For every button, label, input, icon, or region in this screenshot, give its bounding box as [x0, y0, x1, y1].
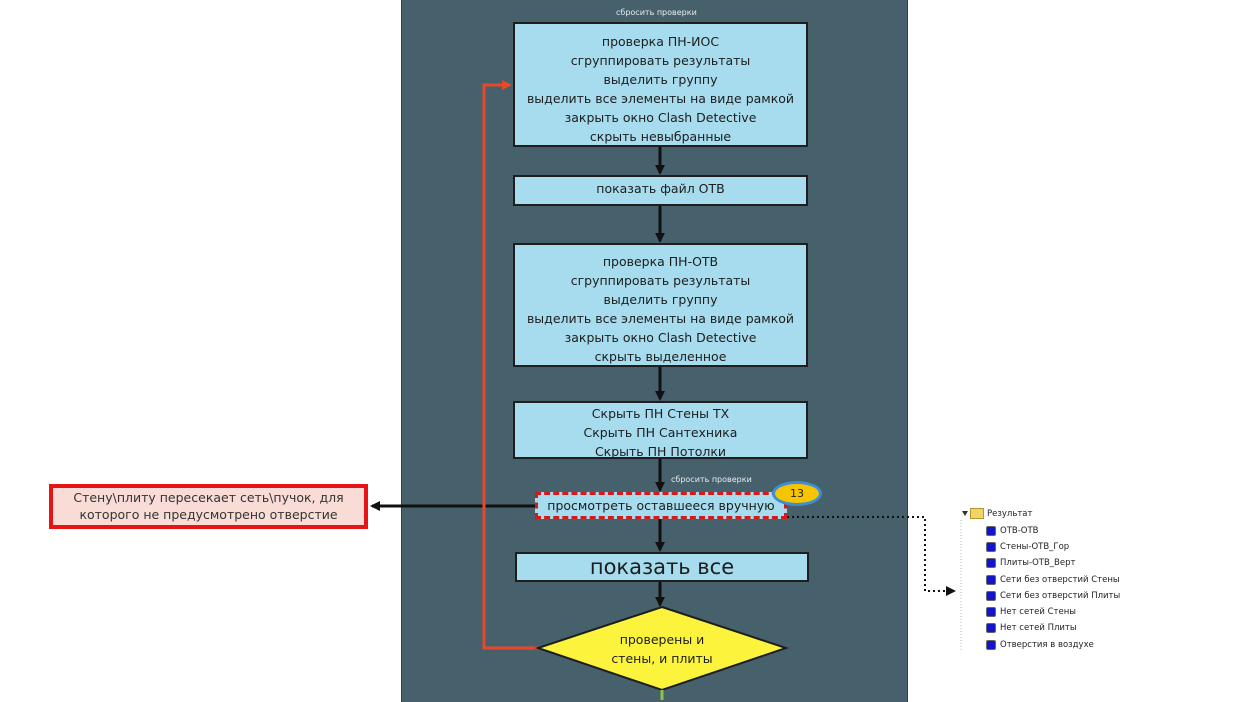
tree-item-label: Сети без отверстий Стены [1000, 575, 1120, 585]
tree-item-label: Отверстия в воздухе [1000, 640, 1094, 650]
tree-root[interactable]: Результат [962, 507, 1032, 521]
manual-review-box[interactable]: просмотреть оставшееся вручную [535, 492, 787, 519]
box3-line: закрыть окно Clash Detective [564, 330, 757, 345]
tree-item[interactable]: Сети без отверстий Стены [986, 573, 1120, 587]
tree-item[interactable]: Нет сетей Плиты [986, 621, 1077, 635]
folder-icon [970, 508, 984, 519]
tree-item-label: Нет сетей Стены [1000, 607, 1076, 617]
tree-item[interactable]: ОТВ-ОТВ [986, 524, 1039, 538]
decision-line: проверены и [619, 632, 705, 647]
loop-back-arrow [482, 80, 540, 650]
tree-item-label: Плиты-ОТВ_Верт [1000, 558, 1076, 568]
box3-line: выделить группу [603, 292, 718, 307]
tree-item[interactable]: Стены-ОТВ_Гор [986, 540, 1069, 554]
process-box-check-pn-otv[interactable]: проверка ПН-ОТВ сгруппировать результаты… [513, 243, 808, 367]
process-box-check-pn-ios[interactable]: проверка ПН-ИОС сгруппировать результаты… [513, 22, 808, 147]
box4-line: Скрыть ПН Сантехника [583, 425, 738, 440]
box4-line: Скрыть ПН Стены ТХ [591, 406, 730, 421]
reset-checks-label-top: сбросить проверки [616, 8, 697, 17]
collapse-icon[interactable] [962, 511, 968, 516]
clash-test-icon [986, 574, 996, 585]
clash-test-icon [986, 525, 996, 536]
box1-line: выделить все элементы на виде рамкой [526, 91, 795, 106]
clash-test-icon [986, 622, 996, 633]
tree-item[interactable]: Нет сетей Стены [986, 605, 1076, 619]
results-tree[interactable]: Результат ОТВ-ОТВ Стены-ОТВ_Гор Плиты-ОТ… [958, 503, 1128, 655]
box3-line: скрыть выделенное [594, 349, 727, 364]
count-badge: 13 [772, 481, 822, 506]
clash-test-icon [986, 557, 996, 568]
tree-item[interactable]: Плиты-ОТВ_Верт [986, 556, 1075, 570]
clash-test-icon [986, 606, 996, 617]
clash-test-icon [986, 590, 996, 601]
tree-item-label: Стены-ОТВ_Гор [1000, 542, 1070, 552]
tree-item-label: Сети без отверстий Плиты [1000, 591, 1121, 601]
process-box-show-otv-file[interactable]: показать файл ОТВ [513, 175, 808, 206]
process-box-hide-pn[interactable]: Скрыть ПН Стены ТХ Скрыть ПН Сантехника … [513, 401, 808, 459]
error-note[interactable]: Стену\плиту пересекает сеть\пучок, для к… [49, 484, 368, 529]
dotted-arrow-to-tree [787, 516, 956, 596]
box3-line: выделить все элементы на виде рамкой [526, 311, 795, 326]
box3-line: проверка ПН-ОТВ [602, 254, 719, 269]
tree-item[interactable]: Сети без отверстий Плиты [986, 589, 1120, 603]
tree-item-label: Нет сетей Плиты [1000, 623, 1077, 633]
reset-checks-label: сбросить проверки [671, 475, 752, 484]
box1-line: выделить группу [603, 72, 718, 87]
tree-item[interactable]: Отверстия в воздухе [986, 638, 1094, 652]
decision-line: стены, и плиты [611, 651, 713, 666]
box1-line: закрыть окно Clash Detective [564, 110, 757, 125]
box2-line: показать файл ОТВ [596, 181, 725, 196]
box1-line: проверка ПН-ИОС [601, 34, 720, 49]
process-box-show-all[interactable]: показать все [515, 552, 809, 582]
note-line: Стену\плиту пересекает сеть\пучок, для [73, 490, 344, 505]
box4-line: Скрыть ПН Потолки [594, 444, 727, 459]
tree-item-label: ОТВ-ОТВ [1000, 526, 1039, 536]
box1-line: скрыть невыбранные [589, 129, 732, 144]
box1-line: сгруппировать результаты [570, 53, 751, 68]
tree-root-label: Результат [987, 509, 1033, 519]
box3-line: сгруппировать результаты [570, 273, 751, 288]
clash-test-icon [986, 541, 996, 552]
clash-test-icon [986, 639, 996, 650]
decision-text: проверены и стены, и плиты [580, 630, 744, 668]
note-line: которого не предусмотрено отверстие [79, 507, 338, 522]
